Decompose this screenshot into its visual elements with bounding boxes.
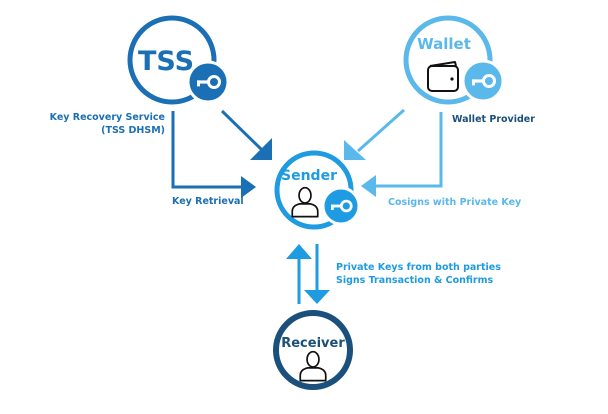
tss-to-sender-arrow: [220, 109, 272, 160]
sender-node: Sender: [274, 150, 361, 230]
wallet-title: Wallet: [417, 35, 471, 53]
receiver-title: Receiver: [281, 336, 345, 351]
cosigns-arrow: [361, 112, 443, 197]
tss-key-badge: [186, 60, 230, 104]
wallet-to-sender-arrow: [344, 108, 405, 160]
sender-key-badge: [321, 186, 361, 226]
tss-caption-line1: Key Recovery Service: [50, 112, 165, 123]
tss-title: TSS: [138, 46, 194, 77]
wallet-caption: Wallet Provider: [452, 114, 535, 125]
sender-to-receiver-arrow: [304, 244, 330, 304]
receiver-to-sender-arrow: [286, 244, 312, 304]
receiver-circle: [273, 310, 353, 390]
sender-title: Sender: [281, 168, 337, 184]
wallet-icon: [427, 61, 459, 92]
key-retrieval-arrow: [171, 111, 256, 198]
receiver-node: Receiver: [273, 310, 353, 390]
wallet-key-badge: [461, 59, 505, 103]
sign-confirm-label-line1: Private Keys from both parties: [336, 262, 501, 273]
sign-confirm-label-line2: Signs Transaction & Confirms: [336, 275, 493, 286]
key-retrieval-label: Key Retrieval: [172, 196, 244, 207]
wallet-node: Wallet: [403, 15, 505, 105]
cosigns-label: Cosigns with Private Key: [388, 197, 522, 208]
tss-node: TSS: [127, 15, 230, 105]
tss-caption-line2: (TSS DHSM): [101, 125, 165, 136]
